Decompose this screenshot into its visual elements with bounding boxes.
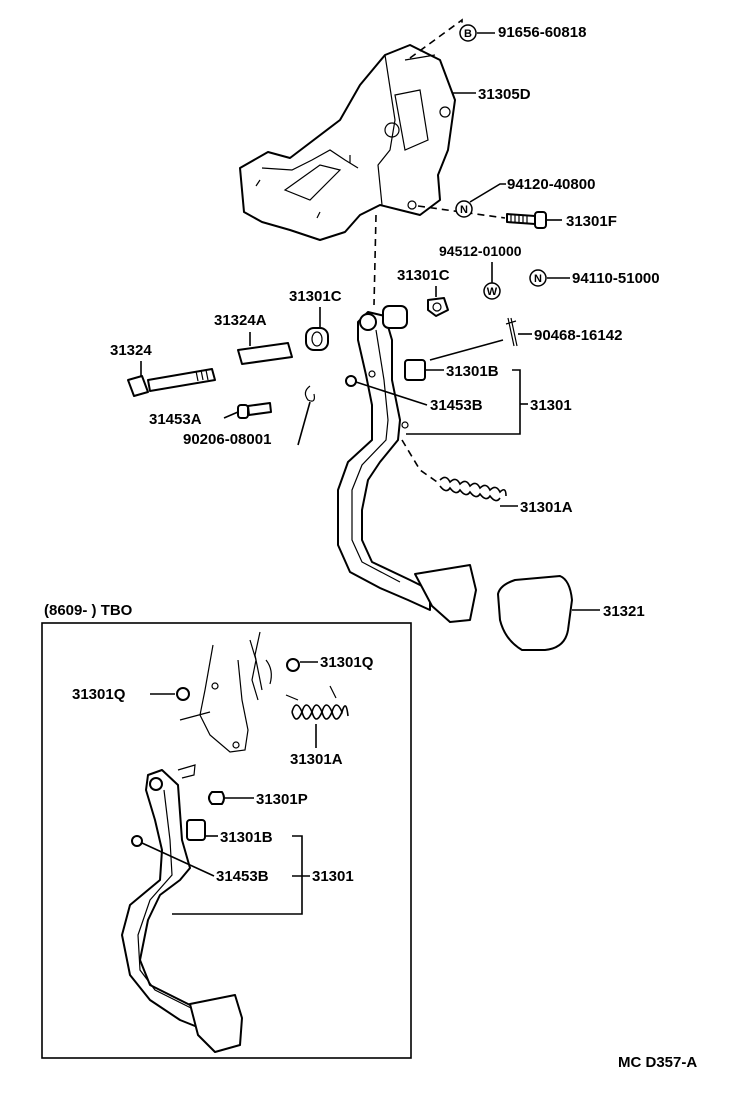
inset-callout-31301: 31301 xyxy=(172,835,354,915)
inset-nut-31453B: 31453B xyxy=(131,835,269,885)
symbol-n-2: N xyxy=(534,273,542,285)
label-31301: 31301 xyxy=(530,397,572,414)
bolt-31453A: 31453A xyxy=(149,402,272,428)
label-31301B: 31301B xyxy=(446,363,499,380)
symbol-b: B xyxy=(464,28,472,40)
label-90468-16142: 90468-16142 xyxy=(534,327,622,344)
callout-31305D: 31305D xyxy=(452,86,531,103)
inset-title: (8609- ) TBO xyxy=(44,602,133,619)
clip-90206-08001: 90206-08001 xyxy=(183,385,315,448)
callout-94120-40800: N 94120-40800 xyxy=(455,176,595,218)
callout-31321: 31321 xyxy=(572,603,645,620)
label-94512-01000: 94512-01000 xyxy=(439,243,522,259)
inset-pedal xyxy=(121,764,243,1053)
label-91656-60818: 91656-60818 xyxy=(498,24,586,41)
label-31321: 31321 xyxy=(603,603,645,620)
collar-31324A: 31324A xyxy=(214,312,293,365)
callout-31301: 31301 xyxy=(406,369,572,435)
inset-frame xyxy=(41,622,412,1059)
callout-31301C-right: 31301C xyxy=(397,267,450,317)
label-31305D: 31305D xyxy=(478,86,531,103)
inset-clip-31301P: 31301P xyxy=(208,791,308,808)
pedal-bracket xyxy=(239,44,456,241)
nut-31453B: 31453B xyxy=(345,375,483,414)
pedal-pad-31321 xyxy=(497,575,573,651)
symbol-n: N xyxy=(460,204,468,216)
label-94110-51000: 94110-51000 xyxy=(572,270,660,287)
label-31324A: 31324A xyxy=(214,312,267,329)
inset-nut-31301Q-right: 31301Q xyxy=(286,654,374,672)
label-inset-31301P: 31301P xyxy=(256,791,308,808)
pin-90468-16142: 90468-16142 xyxy=(429,317,622,361)
label-inset-31301B: 31301B xyxy=(220,829,273,846)
bolt-31324: 31324 xyxy=(110,342,216,397)
label-31301C-right: 31301C xyxy=(397,267,450,284)
bolt-31301F: 31301F xyxy=(506,211,617,230)
dashed-leader-31301f xyxy=(417,205,506,219)
label-inset-31301: 31301 xyxy=(312,868,354,885)
diagram-code: MC D357-A xyxy=(618,1054,697,1071)
label-inset-31453B: 31453B xyxy=(216,868,269,885)
inset-nut-31301Q-left: 31301Q xyxy=(72,686,190,703)
callout-91656-60818: B 91656-60818 xyxy=(459,24,586,42)
callout-94110-51000: N 94110-51000 xyxy=(529,269,660,287)
callout-94512-01000: 94512-01000 W xyxy=(439,243,522,300)
label-94120-40800: 94120-40800 xyxy=(507,176,595,193)
spring-31301A: 31301A xyxy=(401,439,573,516)
label-31324: 31324 xyxy=(110,342,152,359)
label-31301A: 31301A xyxy=(520,499,573,516)
label-31301C-left: 31301C xyxy=(289,288,342,305)
inset-stopper-31301B: 31301B xyxy=(186,819,273,846)
label-31301F: 31301F xyxy=(566,213,617,230)
dashed-leader-bracket-pedal xyxy=(373,214,377,306)
label-inset-31301Q-right: 31301Q xyxy=(320,654,374,671)
label-31453A: 31453A xyxy=(149,411,202,428)
stopper-31301B: 31301B xyxy=(404,359,499,381)
label-inset-31301A: 31301A xyxy=(290,751,343,768)
inset-spring-31301A: 31301A xyxy=(285,685,349,768)
label-90206-08001: 90206-08001 xyxy=(183,431,271,448)
label-31453B: 31453B xyxy=(430,397,483,414)
symbol-w: W xyxy=(487,286,498,298)
clutch-pedal xyxy=(337,305,431,611)
label-inset-31301Q-left: 31301Q xyxy=(72,686,126,703)
inset-bracket-parts xyxy=(179,631,272,753)
pedal-pad-attached xyxy=(414,564,477,623)
bushing-31301C: 31301C xyxy=(289,288,342,351)
